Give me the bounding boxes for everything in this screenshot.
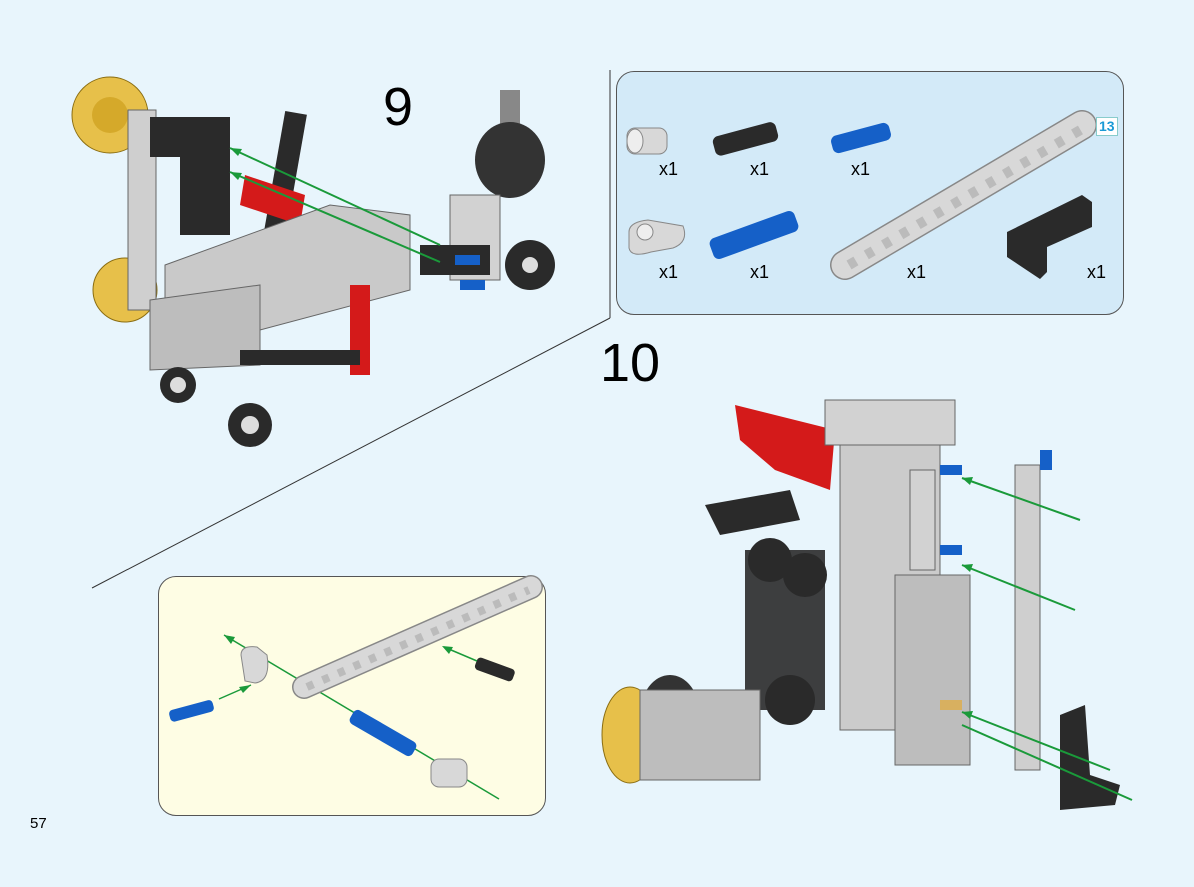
- l-beam-part-icon: [1007, 195, 1092, 279]
- axle-pin-part-icon: [831, 122, 891, 154]
- part-qty: x1: [750, 262, 770, 282]
- cross-block-part-icon: [628, 219, 686, 255]
- step-number-9: 9: [383, 77, 414, 137]
- beam-13-part-icon: [830, 110, 1097, 280]
- part-qty: x1: [907, 262, 927, 282]
- bush-part-icon: [626, 127, 668, 155]
- part-qty: x1: [1087, 262, 1107, 282]
- friction-pin-part-icon: [712, 122, 779, 156]
- part-qty: x1: [851, 159, 871, 179]
- subassembly-illustration: [169, 575, 543, 800]
- page-number: 57: [30, 815, 47, 832]
- parts-list-panel: x1 x1 x1 x1 x1 13 x1 x1: [616, 71, 1124, 315]
- step-number-10: 10: [600, 333, 661, 393]
- beam-length-badge: 13: [1096, 117, 1118, 136]
- part-qty: x1: [750, 159, 770, 179]
- step-9-model-illustration: [71, 76, 555, 447]
- part-qty: x1: [659, 159, 679, 179]
- part-qty: x1: [659, 262, 679, 282]
- long-pin-part-icon: [709, 210, 799, 260]
- subassembly-callout: [158, 575, 546, 816]
